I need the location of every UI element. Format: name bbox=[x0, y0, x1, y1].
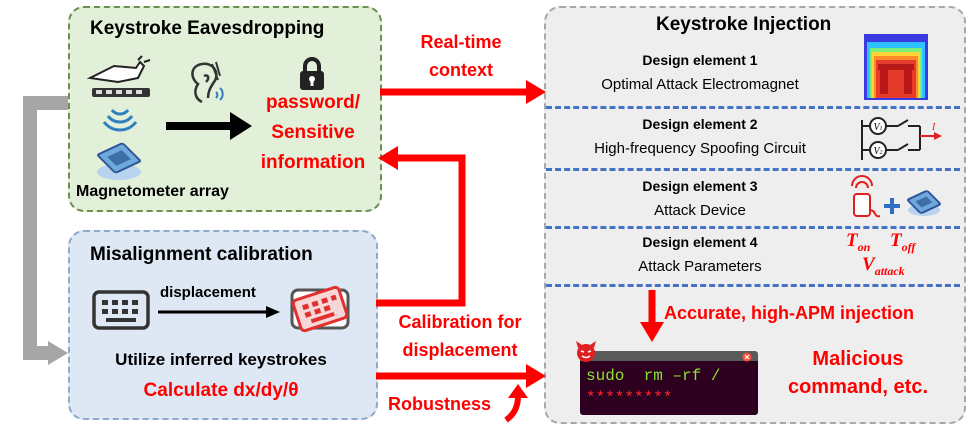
keyboard-icon bbox=[92, 290, 150, 330]
design-element-2-subtitle: High-frequency Spoofing Circuit bbox=[594, 140, 806, 157]
misaligned-keyboard-icon bbox=[290, 285, 350, 333]
eavesdropping-title: Keystroke Eavesdropping bbox=[90, 18, 325, 39]
design-element-4-title: Design element 4 bbox=[642, 234, 758, 250]
calibration-step2: Calculate dx/dy/θ bbox=[143, 380, 299, 401]
typing-hand-icon bbox=[86, 55, 151, 97]
circuit-current: I bbox=[931, 122, 936, 133]
design-element-3-subtitle: Attack Device bbox=[654, 202, 746, 219]
calibration-flow-line2: displacement bbox=[402, 340, 518, 360]
realtime-label-line2: context bbox=[428, 60, 493, 80]
ear-listening-icon bbox=[191, 61, 224, 104]
circuit-v2: V bbox=[873, 146, 881, 157]
design-element-4-subtitle: Attack Parameters bbox=[638, 258, 762, 275]
calibration-flow-line1: Calibration for bbox=[398, 312, 522, 332]
separator-4 bbox=[546, 284, 960, 287]
separator-1 bbox=[546, 106, 960, 109]
design-element-3-title: Design element 3 bbox=[642, 178, 758, 194]
chip-icon bbox=[97, 142, 141, 180]
calibration-step1: Utilize inferred keystrokes bbox=[115, 350, 327, 369]
param-t-off-sub: off bbox=[901, 239, 916, 254]
magnetometer-label: Magnetometer array bbox=[76, 183, 229, 200]
realtime-label-line1: Real-time bbox=[420, 32, 502, 52]
design-element-1-subtitle: Optimal Attack Electromagnet bbox=[601, 76, 799, 93]
calibration-title: Misalignment calibration bbox=[90, 244, 313, 265]
param-v-attack: Vattack bbox=[862, 254, 905, 279]
devil-icon bbox=[576, 341, 596, 362]
injection-title: Keystroke Injection bbox=[656, 14, 832, 35]
sensitive-output-line3: information bbox=[260, 152, 366, 173]
svg-text:V1: V1 bbox=[873, 122, 882, 133]
close-icon[interactable] bbox=[742, 352, 752, 362]
svg-text:V2: V2 bbox=[873, 146, 882, 157]
param-t-off: Toff bbox=[890, 230, 915, 255]
separator-3 bbox=[546, 226, 960, 229]
separator-2 bbox=[546, 168, 960, 171]
design-element-1-title: Design element 1 bbox=[642, 52, 758, 68]
terminal-window: sudo rm –rf / ********* bbox=[580, 351, 758, 415]
attack-device-icon bbox=[851, 175, 941, 218]
circuit-v2-sub: 2 bbox=[880, 150, 883, 156]
injection-result-label: Accurate, high-APM injection bbox=[664, 303, 915, 323]
robustness-label: Robustness bbox=[388, 394, 492, 414]
param-t-off-main: T bbox=[890, 230, 902, 251]
magnetic-wave-icon bbox=[102, 108, 138, 132]
param-v-attack-sub: attack bbox=[874, 263, 905, 278]
circuit-v1: V bbox=[873, 122, 881, 133]
malicious-result-line1: Malicious bbox=[812, 348, 904, 370]
design-element-2-title: Design element 2 bbox=[642, 116, 758, 132]
spoofing-circuit-icon: V1 V2 I bbox=[861, 117, 942, 160]
param-v-attack-main: V bbox=[862, 254, 875, 275]
param-t-on-sub: on bbox=[857, 239, 871, 254]
terminal-password: ********* bbox=[586, 389, 673, 407]
lock-icon bbox=[300, 57, 324, 90]
param-t-on: Ton bbox=[846, 230, 870, 255]
circuit-v1-sub: 1 bbox=[880, 126, 883, 132]
displacement-label: displacement bbox=[160, 284, 256, 301]
electromagnet-heatmap-icon bbox=[864, 34, 928, 100]
terminal-command: sudo rm –rf / bbox=[586, 367, 721, 385]
sensitive-output-line2: Sensitive bbox=[271, 122, 355, 143]
sensitive-output-line1: password/ bbox=[266, 92, 360, 113]
param-t-on-main: T bbox=[846, 230, 858, 251]
malicious-result-line2: command, etc. bbox=[787, 376, 929, 398]
